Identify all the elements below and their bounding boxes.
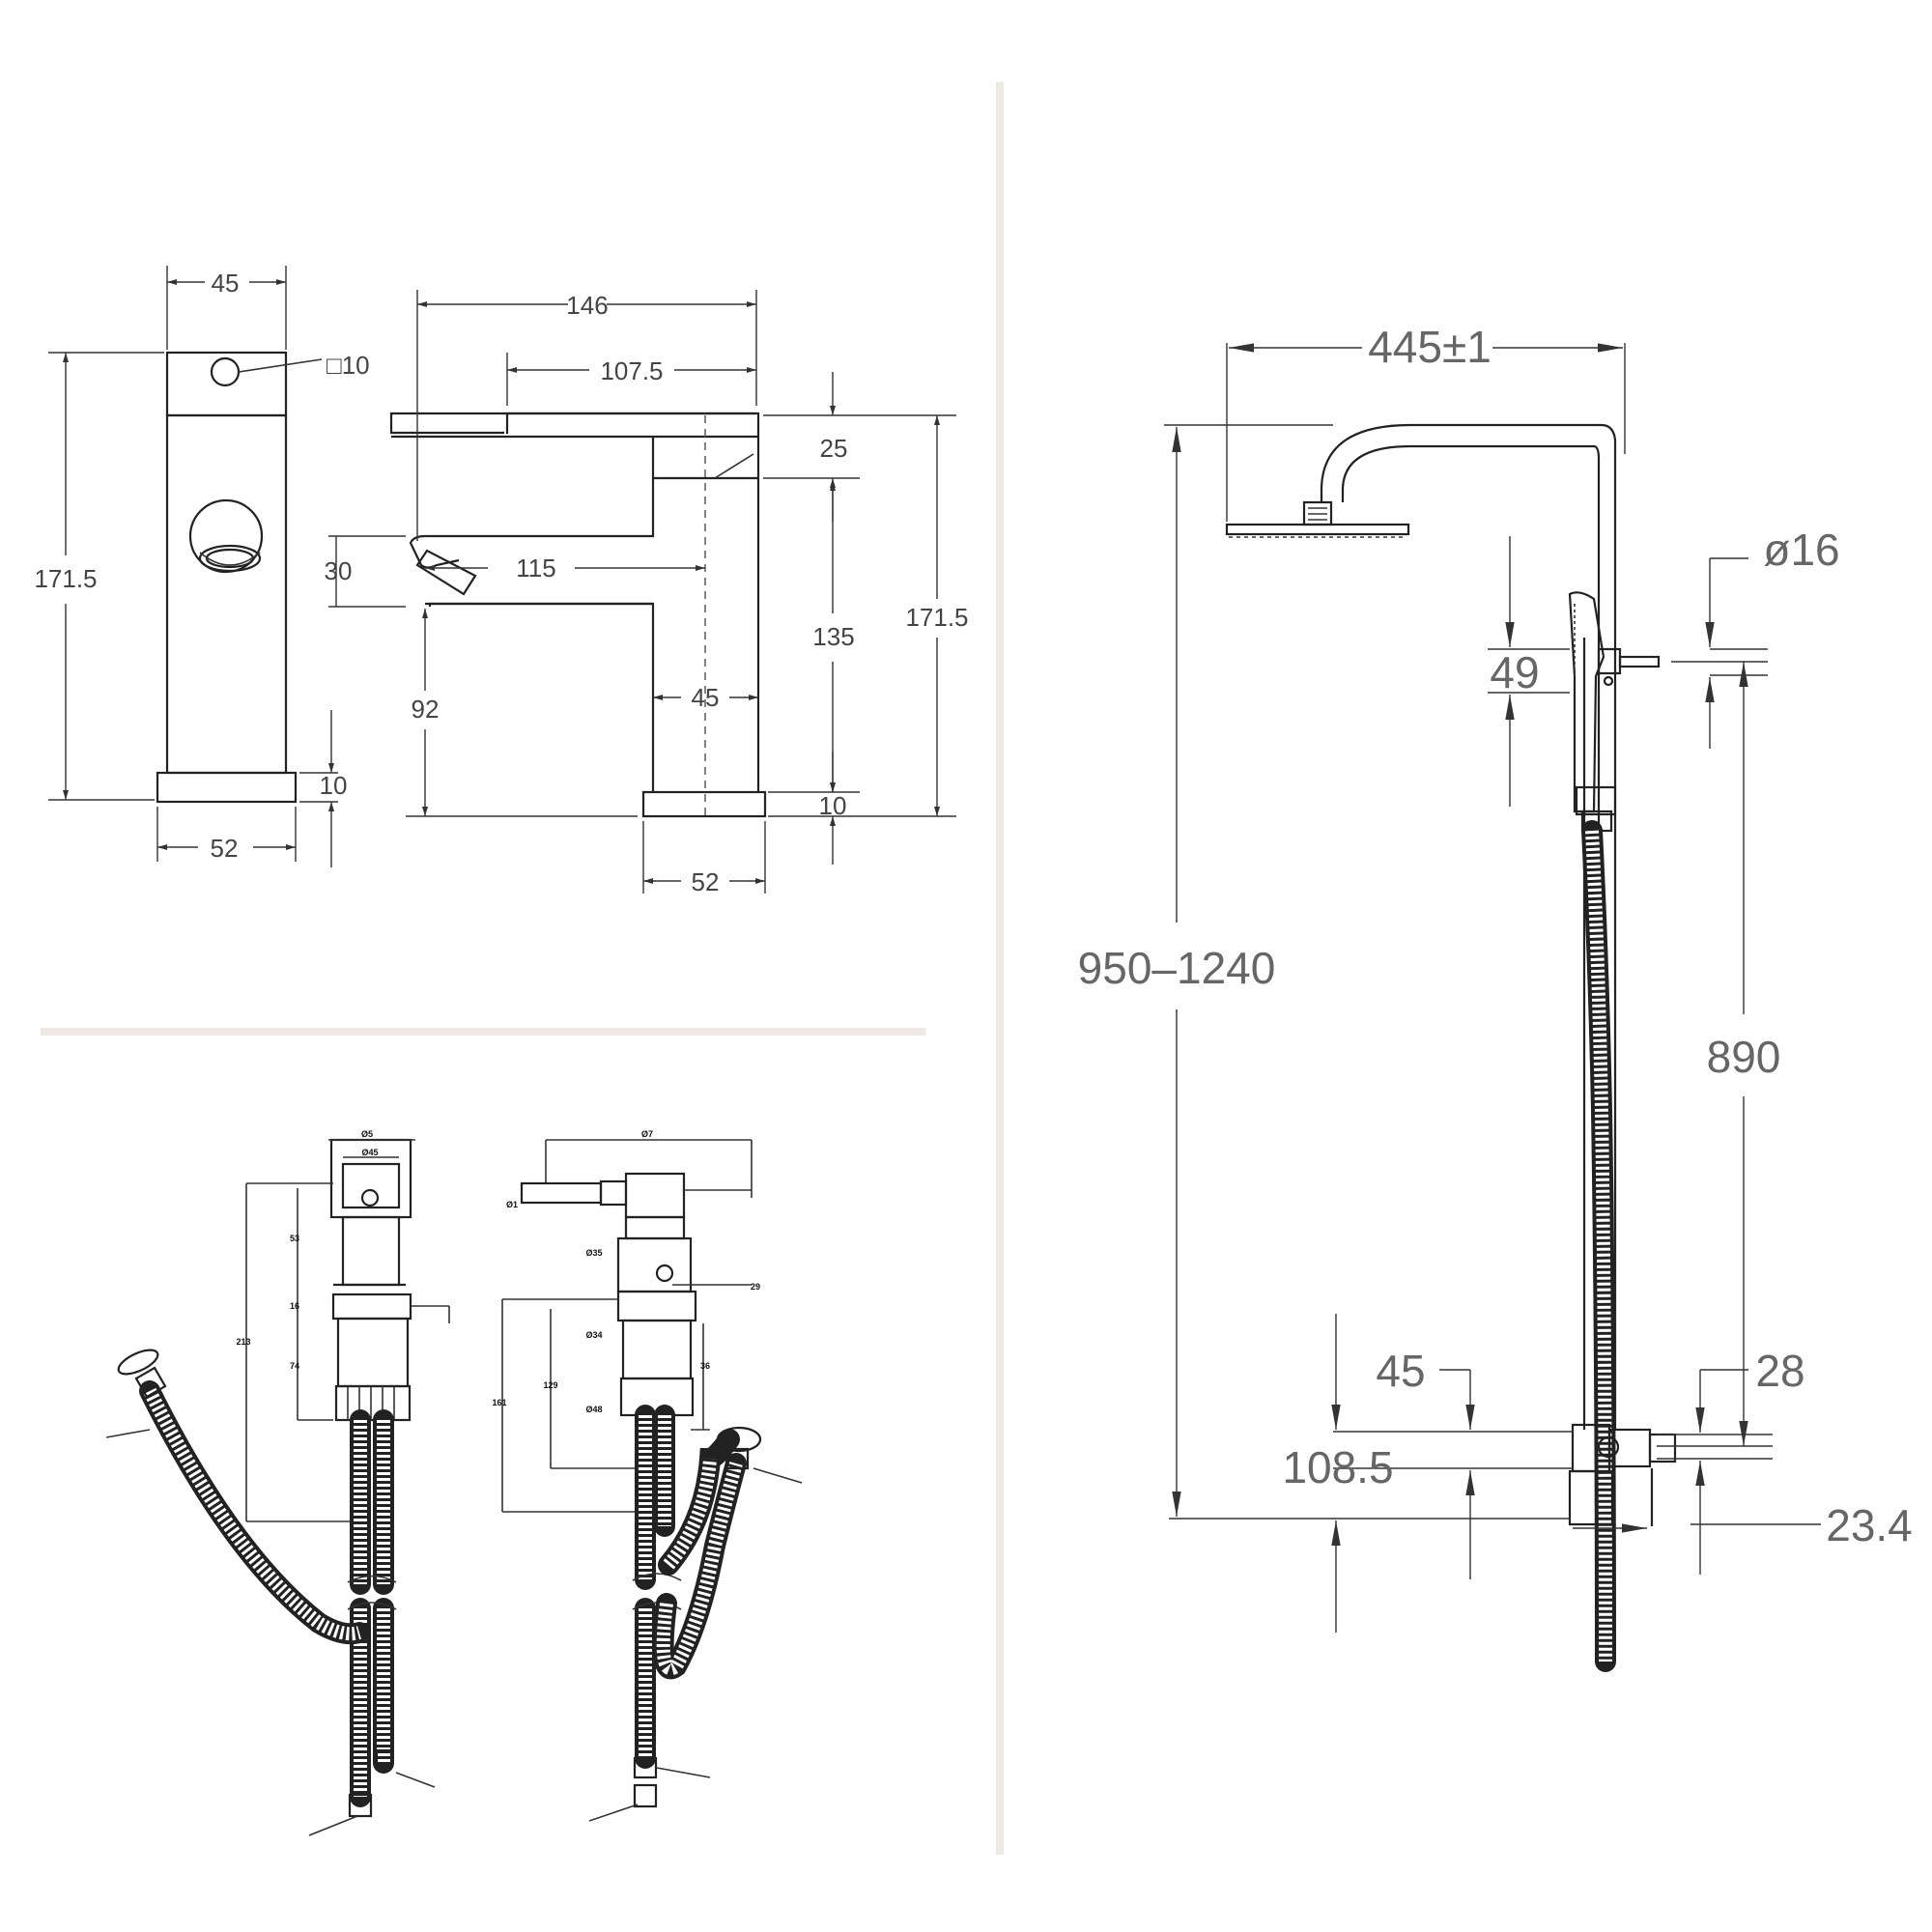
side-base-height-label: 10 xyxy=(819,791,847,820)
front-base-height-label: 10 xyxy=(320,771,348,800)
inst-left-label-3: 16 xyxy=(290,1301,299,1311)
faucet-side-view xyxy=(328,290,956,894)
arm-width-label: 445±1 xyxy=(1368,322,1492,372)
mixer-offset-label: 45 xyxy=(1376,1346,1425,1396)
inst-right-label-4: Ø48 xyxy=(585,1405,602,1414)
inst-right-label-8: 161 xyxy=(492,1398,506,1407)
side-spout-reach-label: 115 xyxy=(516,554,555,582)
side-clearance-label: 92 xyxy=(412,695,440,724)
mixer-depth-label: 23.4 xyxy=(1826,1500,1913,1550)
side-length-label: 146 xyxy=(566,291,608,320)
valve-height-label: 28 xyxy=(1755,1346,1804,1396)
inst-left-label-0: Ø5 xyxy=(361,1129,373,1139)
front-height-label: 171.5 xyxy=(34,564,97,593)
installation-diagram-right xyxy=(501,1139,803,1822)
inst-left-label-4: 74 xyxy=(290,1361,299,1371)
holder-height-label: 49 xyxy=(1490,647,1539,697)
height-range-label: 950–1240 xyxy=(1078,943,1276,993)
side-spout-height-label: 30 xyxy=(325,556,353,585)
inst-right-label-3: Ø34 xyxy=(585,1330,602,1340)
bar-diameter-label: ø16 xyxy=(1763,525,1839,575)
shower-column-drawing xyxy=(1164,343,1821,1672)
rail-length-label: 890 xyxy=(1707,1032,1781,1082)
outlet-label: □10 xyxy=(327,351,370,380)
side-handle-length-label: 107.5 xyxy=(600,356,663,385)
inst-right-label-1: Ø1 xyxy=(506,1200,518,1209)
installation-diagram-left xyxy=(105,1138,450,1836)
inst-left-label-1: Ø45 xyxy=(361,1148,378,1157)
faucet-front-view xyxy=(48,266,338,867)
inst-right-label-2: Ø35 xyxy=(585,1248,602,1258)
side-handle-height-label: 25 xyxy=(820,434,848,463)
side-base-width-label: 52 xyxy=(692,867,720,896)
inst-right-label-0: Ø7 xyxy=(641,1129,653,1139)
side-body-width-label: 45 xyxy=(692,683,720,712)
inst-left-label-5: 213 xyxy=(236,1337,250,1347)
inst-right-label-5: 29 xyxy=(751,1282,760,1292)
front-width-label: 45 xyxy=(212,269,240,298)
front-base-width-label: 52 xyxy=(211,834,239,863)
side-body-height-label: 135 xyxy=(812,622,854,651)
side-total-height-label: 171.5 xyxy=(905,603,968,632)
inst-right-label-6: 36 xyxy=(700,1361,710,1371)
mixer-height-label: 108.5 xyxy=(1282,1442,1393,1492)
inst-right-label-7: 129 xyxy=(543,1380,557,1390)
inst-left-label-2: 53 xyxy=(290,1234,299,1243)
